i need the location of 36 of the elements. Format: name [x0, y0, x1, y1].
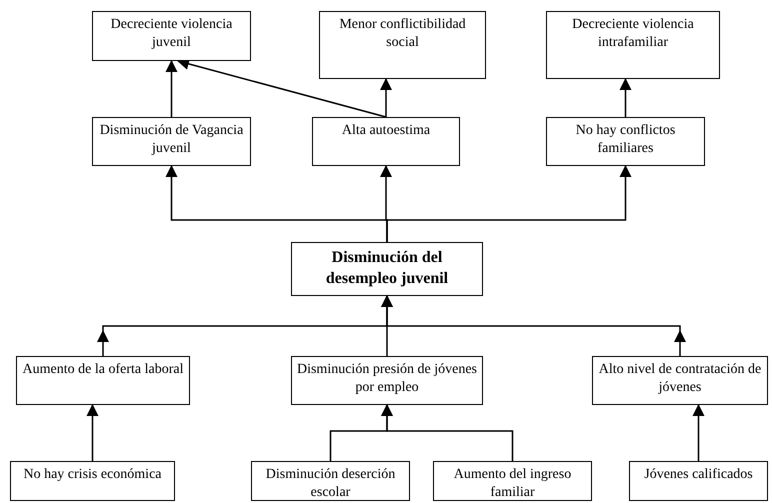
box — [629, 461, 768, 501]
box — [319, 11, 486, 79]
arrow — [381, 404, 514, 461]
arrow — [381, 295, 686, 356]
node-text: Decreciente violencia intrafamiliar — [571, 16, 695, 52]
box — [291, 242, 483, 296]
box — [433, 461, 592, 501]
node-text: Decreciente violencia juvenil — [110, 16, 234, 52]
arrow — [620, 78, 632, 117]
node-text: Aumento de la oferta laboral — [22, 361, 184, 379]
node-text: Disminución del desempleo juvenil — [324, 248, 450, 289]
node-text: Alto nivel de contratación de jóvenes — [598, 361, 762, 397]
node-text: Disminución presión de jóvenes por empleo — [296, 361, 478, 397]
node-text: Disminución de Vagancia juvenil — [98, 122, 244, 158]
box — [10, 461, 175, 501]
arrow — [166, 60, 178, 117]
node-text: No hay conflictos familiares — [574, 122, 676, 158]
box — [92, 11, 251, 61]
box — [291, 356, 483, 405]
box — [546, 11, 720, 79]
box — [546, 117, 705, 166]
arrow — [86, 404, 98, 461]
node-text: Jóvenes calificados — [644, 466, 753, 484]
node-text: Alta autoestima — [342, 122, 430, 140]
node-text: No hay crisis económica — [23, 466, 162, 484]
arrow — [386, 165, 632, 242]
arrow — [692, 404, 704, 461]
node-text: Aumento del ingreso familiar — [452, 466, 572, 502]
box — [312, 117, 460, 166]
node-text: Menor conflictibilidad social — [338, 16, 467, 52]
box — [92, 117, 251, 166]
box — [16, 356, 190, 405]
box — [592, 356, 768, 405]
box — [251, 461, 410, 501]
arrow — [380, 78, 392, 117]
node-text: Disminución deserción escolar — [264, 466, 396, 502]
